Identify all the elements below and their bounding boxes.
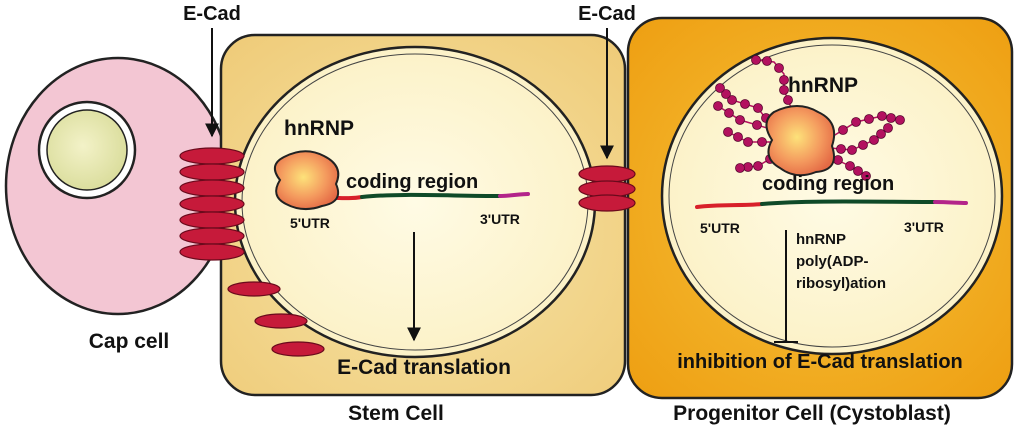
progenitor-utr3-label: 3'UTR — [904, 219, 944, 235]
progenitor-nucleus — [660, 36, 1004, 356]
progenitor-modification-line1: hnRNP — [796, 231, 846, 248]
stem-cell-label: Stem Cell — [348, 402, 444, 425]
stem-translation-label: E-Cad translation — [337, 356, 511, 379]
stem-hnrnp-label: hnRNP — [284, 117, 354, 140]
ecad-label-middle: E-Cad — [578, 3, 636, 25]
par-beads — [713, 55, 905, 181]
inhibition-bar — [774, 230, 798, 343]
stem-utr5-label: 5'UTR — [290, 215, 330, 231]
progenitor-cell-label: Progenitor Cell (Cystoblast) — [673, 402, 951, 425]
progenitor-hnrnp-label: hnRNP — [788, 74, 858, 97]
ecad-cytoplasm — [227, 281, 325, 357]
progenitor-modification-line2: poly(ADP- — [796, 253, 869, 270]
cap-cell-label: Cap cell — [89, 330, 170, 353]
ecad-stack-left — [179, 147, 245, 261]
stem-utr3-label: 3'UTR — [480, 211, 520, 227]
stem-coding-label: coding region — [346, 171, 478, 193]
progenitor-utr5-label: 5'UTR — [700, 220, 740, 236]
progenitor-modification-line3: ribosyl)ation — [796, 275, 886, 292]
progenitor-coding-label: coding region — [762, 173, 894, 195]
ecad-stack-middle — [578, 165, 636, 212]
progenitor-inhibition-label: inhibition of E-Cad translation — [677, 351, 963, 373]
progenitor-hnrnp-protein — [765, 105, 836, 177]
progenitor-mrna — [695, 199, 968, 209]
stem-cell — [219, 33, 627, 397]
cap-cell — [4, 56, 232, 316]
ecad-label-left: E-Cad — [183, 3, 241, 25]
progenitor-hnrnp-par — [713, 55, 905, 181]
stem-hnrnp-protein — [273, 150, 340, 210]
progenitor-cell — [626, 16, 1014, 400]
